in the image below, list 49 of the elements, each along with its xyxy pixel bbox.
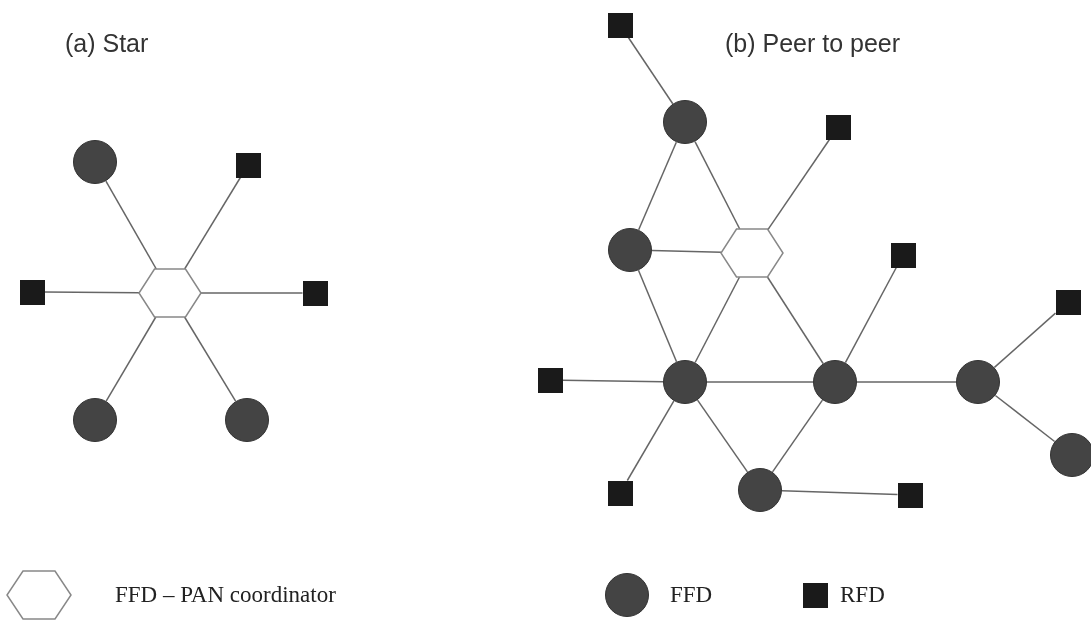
- connector-line: [200, 292, 304, 294]
- circle-node: [663, 360, 707, 404]
- connector-line: [694, 140, 741, 230]
- connector-line: [994, 394, 1056, 443]
- connector-line: [183, 316, 237, 402]
- circle-node: [738, 468, 782, 512]
- connector-line: [767, 138, 831, 231]
- square-node: [1055, 289, 1081, 315]
- square-node: [607, 480, 633, 506]
- panel-title: (b) Peer to peer: [725, 28, 901, 58]
- connector-line: [626, 400, 675, 482]
- connector-line: [696, 399, 749, 473]
- circle-node: [608, 228, 652, 272]
- circle-node: [225, 398, 269, 442]
- circle-node: [73, 398, 117, 442]
- circle-node: [813, 360, 857, 404]
- connector-line: [105, 180, 157, 270]
- connector-line: [694, 276, 741, 364]
- connector-line: [637, 141, 678, 231]
- square-node: [607, 12, 633, 38]
- square-node: [897, 482, 923, 508]
- connector-line: [561, 379, 664, 383]
- square-node: [890, 242, 916, 268]
- connector-line: [183, 176, 242, 270]
- square-node: [19, 279, 45, 305]
- connector-line: [766, 276, 824, 365]
- square-node: [537, 367, 563, 393]
- connector-line: [771, 399, 824, 473]
- connector-line: [43, 291, 140, 294]
- square-node: [235, 152, 261, 178]
- legend-label: RFD: [840, 581, 885, 609]
- circle-node: [663, 100, 707, 144]
- legend-label: FFD – PAN coordinator: [115, 581, 336, 609]
- circle-node: [956, 360, 1000, 404]
- connector-line: [993, 312, 1057, 369]
- connector-line: [627, 36, 674, 105]
- connector-line: [856, 381, 957, 383]
- connector-line: [706, 381, 814, 383]
- connector-line: [105, 316, 157, 402]
- square-node: [825, 114, 851, 140]
- connector-line: [844, 266, 898, 364]
- circle-node: [73, 140, 117, 184]
- hexagon-node: [138, 268, 202, 318]
- legend-label: FFD: [670, 581, 713, 609]
- connector-line: [781, 490, 899, 496]
- panel-title: (a) Star: [65, 28, 149, 58]
- connector-line: [637, 269, 678, 363]
- hexagon-node: [720, 228, 784, 278]
- square-node: [302, 280, 328, 306]
